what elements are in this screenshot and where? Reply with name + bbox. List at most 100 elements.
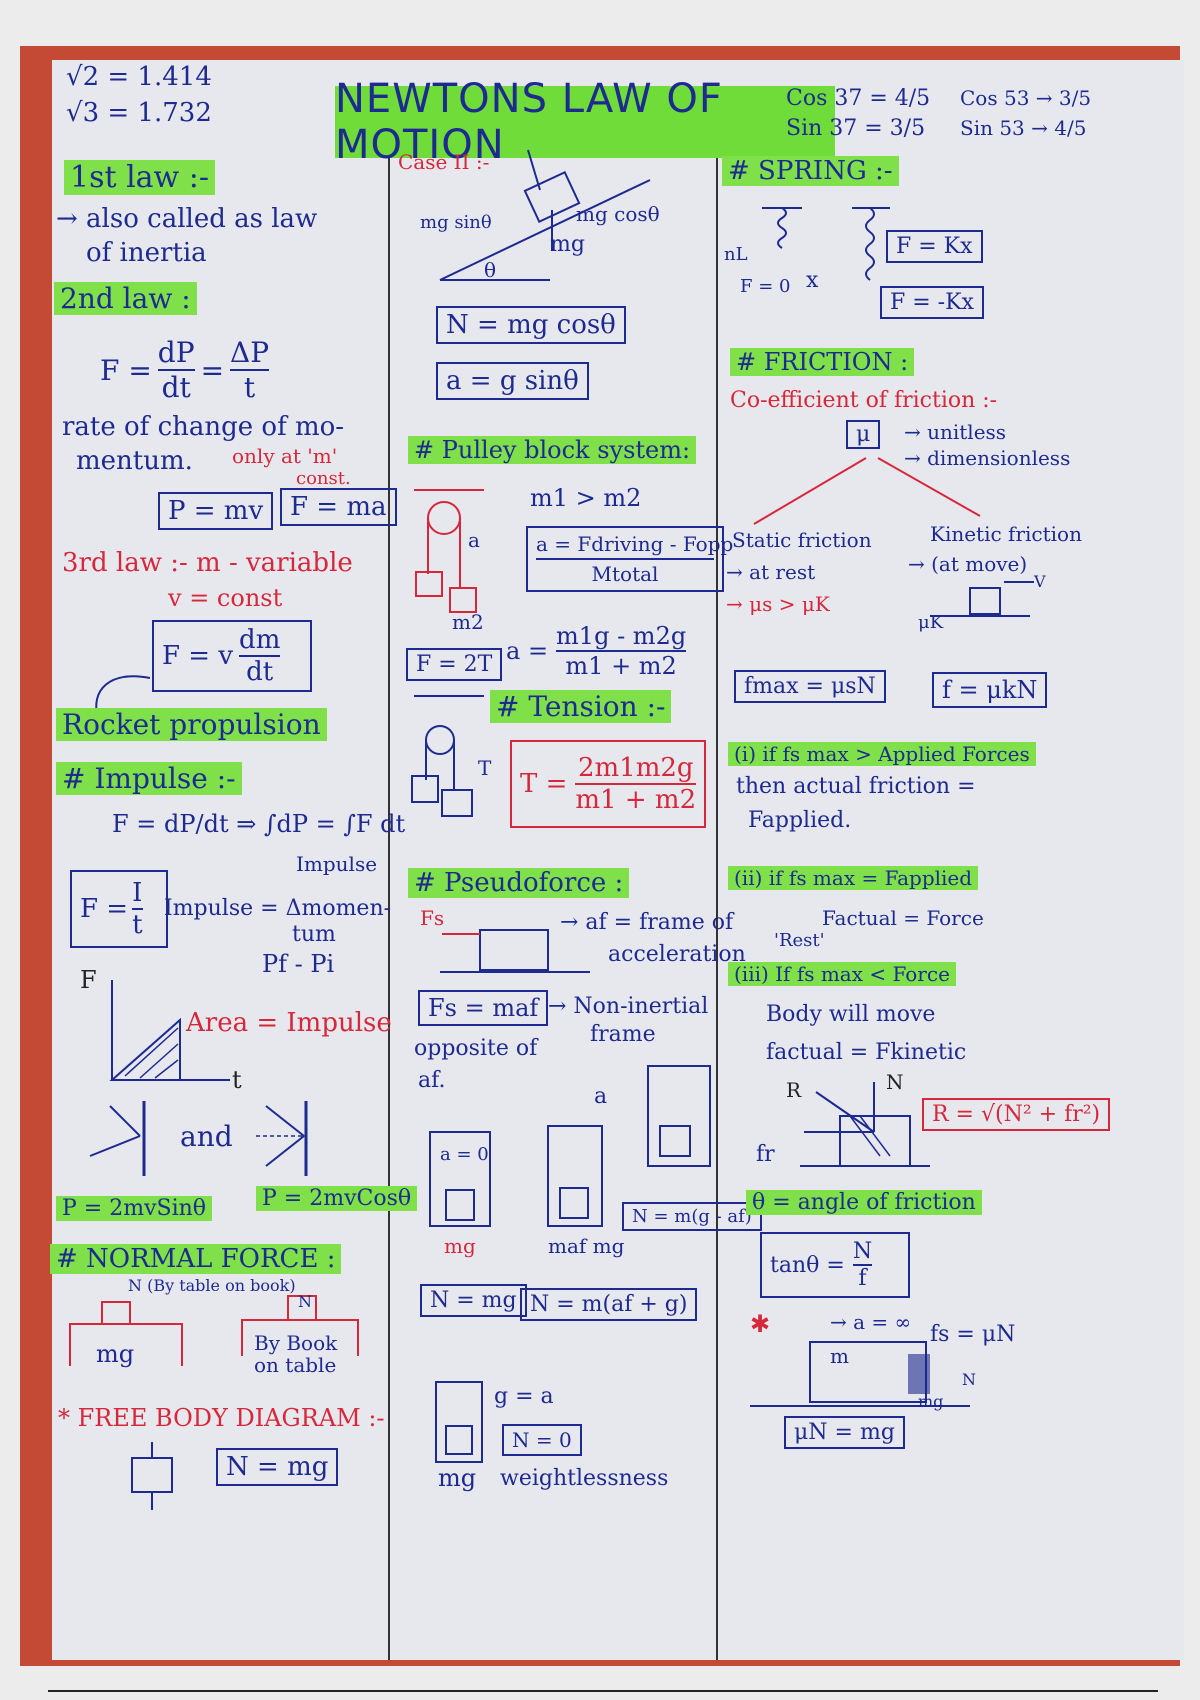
opposite-of-text: opposite of [414, 1036, 538, 1061]
const-note: const. [296, 468, 351, 489]
law1-heading: 1st law :- [64, 160, 216, 195]
impulse-formula: F = dP/dt ⇒ ∫dP = ∫F dt [112, 810, 406, 838]
incline-mg: mg [550, 232, 585, 257]
by-book-note: By Book on table [254, 1331, 338, 1377]
fr-label: fr [756, 1142, 775, 1167]
law2-equals: = [200, 353, 225, 387]
f-vdm-num: dm [239, 625, 281, 657]
law3-heading: 3rd law :- m - variable [62, 548, 353, 578]
f-it-den: t [132, 910, 143, 940]
coefficient-friction: Co-efficient of friction :- [730, 388, 998, 413]
incline-theta: θ [484, 258, 497, 282]
pulley-a-num: m1g - m2g [556, 622, 687, 652]
v-label: V [1034, 572, 1046, 591]
impulse-graph [109, 980, 230, 1081]
normal-force-heading: # NORMAL FORCE : [50, 1244, 342, 1274]
tension-num: 2m1m2g [575, 753, 697, 785]
elevator-mg: mg [444, 1234, 476, 1258]
law2-f-equals: F = [100, 353, 152, 387]
spring-diagram [762, 207, 890, 281]
pseudoforce-heading: # Pseudoforce : [408, 868, 630, 898]
condition1-line1: (i) if fs max > Applied Forces [728, 742, 1036, 766]
wall-block-diagram [750, 1341, 970, 1407]
fbd-n-mg-box: N = mg [216, 1448, 339, 1486]
impulse-heading: # Impulse :- [56, 762, 242, 795]
normal-force-diagram [69, 1295, 359, 1366]
condition2-line2: Factual = Force [822, 906, 984, 930]
law1-line2: of inertia [86, 238, 207, 268]
p-2mvsin: P = 2mvSinθ [56, 1196, 213, 1221]
rocket-label: Rocket propulsion [56, 708, 327, 741]
condition2-line3: 'Rest' [774, 930, 825, 951]
reflection-diagram-left [89, 1101, 146, 1176]
tum-text: tum [292, 922, 336, 947]
fbd-diagram [131, 1442, 173, 1510]
unitless-text: → unitless [904, 420, 1007, 444]
notes-paper [52, 60, 1184, 1660]
f-2t-box: F = 2T [406, 648, 503, 681]
tan-num: N [852, 1239, 873, 1266]
angle-of-friction-diagram [800, 1082, 930, 1167]
tension-den: m1 + m2 [575, 785, 697, 815]
only-at-m-note: only at 'm' [232, 444, 338, 468]
pseudo-fs-label: Fs [420, 906, 445, 930]
elevator-freefall [435, 1381, 483, 1463]
static-friction: Static friction [732, 528, 872, 552]
fbd-heading: * FREE BODY DIAGRAM :- [58, 1404, 385, 1432]
sin53-value: Sin 53 → 4/5 [960, 116, 1087, 140]
kinetic-friction: Kinetic friction [930, 522, 1082, 546]
a-fdriving-box: a = Fdriving - Fopp Mtotal [526, 526, 733, 592]
v-const: v = const [168, 584, 283, 612]
elevator-rest [429, 1131, 491, 1227]
muk-label: μK [918, 612, 944, 633]
mgcos-label: mg cosθ [576, 202, 660, 226]
f-neg-kx-box: F = -Kx [880, 286, 984, 319]
n-label: N [886, 1070, 904, 1094]
area-impulse-label: Area = Impulse [186, 1008, 392, 1038]
spring-heading: # SPRING :- [722, 156, 899, 186]
p-2mvcos: P = 2mvCosθ [256, 1186, 418, 1211]
at-rest-text: → at rest [726, 560, 816, 584]
a-gsin-box: a = g sinθ [436, 362, 589, 400]
m1-gt-m2: m1 > m2 [530, 484, 642, 512]
f-vdm-f: F = v [162, 641, 234, 671]
tension-heading: # Tension :- [490, 690, 672, 723]
tension-t-label: T [478, 756, 492, 780]
condition3-line1: (iii) If fs max < Force [728, 962, 956, 986]
impulse-label: Impulse [296, 852, 378, 876]
pulley-diagram-1 [414, 489, 484, 613]
elevator-down [647, 1065, 711, 1167]
pulley-m2-label: m2 [452, 610, 484, 634]
a0-label: a = 0 [440, 1144, 489, 1165]
impulse-momentum: Impulse = Δmomen- [164, 896, 392, 921]
n-m-g-af-box: N = m(g - af) [622, 1202, 762, 1231]
f-it-num: I [132, 878, 143, 910]
angle-friction-heading: θ = angle of friction [746, 1190, 982, 1215]
law2-den2: t [243, 371, 256, 404]
law2-heading: 2nd law : [54, 282, 197, 315]
a-fdriving-den: Mtotal [591, 562, 659, 586]
mu-box: μ [846, 420, 881, 449]
nl-label: nL [724, 244, 748, 265]
f0-label: F = 0 [740, 276, 791, 297]
condition1-line2: then actual friction = [736, 774, 976, 799]
rate-line1: rate of change of mo- [62, 412, 345, 442]
r-formula-box: R = √(N² + fr²) [922, 1098, 1111, 1131]
acceleration-text: acceleration [608, 942, 746, 967]
n-mg-box: N = mg [420, 1284, 527, 1317]
column-divider-right [716, 150, 718, 1660]
tension-t-eq: T = [520, 769, 568, 799]
tan-den: f [858, 1266, 867, 1291]
maf-mg-label: maf mg [548, 1234, 625, 1258]
n-mgcos-box: N = mg cosθ [436, 306, 626, 344]
condition3-line3: factual = Fkinetic [766, 1040, 967, 1065]
pf-pi-text: Pf - Pi [262, 950, 335, 978]
star-icon: ✱ [750, 1310, 771, 1338]
tan-eq: tanθ = [770, 1252, 845, 1278]
elevator-a-label: a [594, 1084, 608, 1109]
mun-mg-box: μN = mg [784, 1416, 905, 1449]
